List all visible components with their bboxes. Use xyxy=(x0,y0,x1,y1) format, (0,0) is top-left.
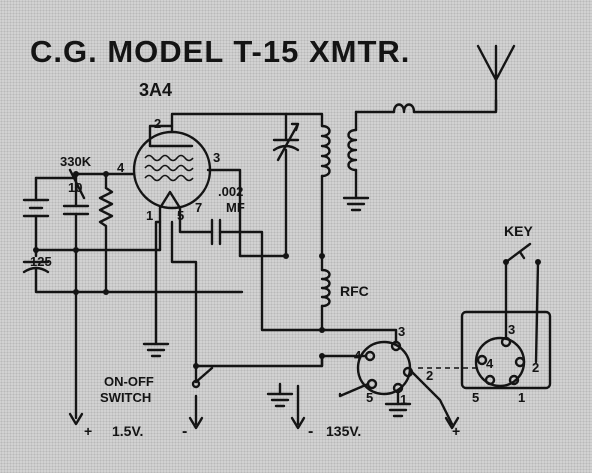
link-coil xyxy=(342,110,370,212)
rfc-label: RFC xyxy=(340,283,369,299)
socket-right-pin-2: 2 xyxy=(532,360,539,375)
cap-10-label: 10 xyxy=(68,180,82,195)
tube-pin-3: 3 xyxy=(213,150,220,165)
key-label: KEY xyxy=(504,223,533,239)
socket-left-pin-4: 4 xyxy=(354,348,362,363)
tube-pin-2: 2 xyxy=(154,116,161,131)
tank-coil xyxy=(320,124,331,258)
cap-125-label: 125 xyxy=(30,254,52,269)
switch-label-2: SWITCH xyxy=(100,390,151,405)
socket-left-pin-2: 2 xyxy=(426,368,433,383)
terminal-1-5v: 1.5V. xyxy=(112,423,143,439)
tube-pin-7: 7 xyxy=(195,200,202,215)
tube-pin-4: 4 xyxy=(117,160,125,175)
plug-socket-left: 3 4 5 1 2 xyxy=(320,324,460,430)
terminal-minus-2: - xyxy=(308,423,313,440)
b-minus-lead xyxy=(290,384,306,430)
socket-left-pin-1: 1 xyxy=(400,392,407,407)
tube-label: 3A4 xyxy=(139,80,172,100)
resistor-330k-label: 330K xyxy=(60,154,92,169)
grid-network: 330K 10 xyxy=(60,154,136,294)
socket-right-pin-3: 3 xyxy=(508,322,515,337)
socket-right-pin-4: 4 xyxy=(486,356,494,371)
rf-choke: RFC xyxy=(320,254,369,332)
ground-symbol-chassis xyxy=(266,382,294,408)
variable-capacitor xyxy=(272,112,300,258)
telegraph-key[interactable]: KEY xyxy=(503,223,541,265)
plug-socket-right: 3 4 5 1 2 xyxy=(460,260,552,405)
switch-label-1: ON-OFF xyxy=(104,374,154,389)
on-off-switch[interactable]: ON-OFF SWITCH xyxy=(100,364,214,430)
diagram-title: C.G. MODEL T-15 XMTR. xyxy=(30,34,410,69)
vacuum-tube-3A4: 3A4 xyxy=(132,80,212,210)
filament-battery: 125 xyxy=(22,176,244,294)
socket-left-pin-5: 5 xyxy=(366,390,373,405)
terminal-plus-1: + xyxy=(84,423,92,439)
tube-pin-1: 1 xyxy=(146,208,153,223)
terminal-plus-2: + xyxy=(452,423,460,439)
cap-002-label: .002 xyxy=(218,184,243,199)
plate-wiring xyxy=(170,112,324,258)
socket-left-pin-3: 3 xyxy=(398,324,405,339)
socket-right-pin-5: 5 xyxy=(472,390,479,405)
antenna-coil xyxy=(354,98,498,114)
socket-right-pin-1: 1 xyxy=(518,390,525,405)
terminal-minus-1: - xyxy=(182,423,187,440)
coupling-capacitor-002: .002 MF xyxy=(178,184,324,332)
cap-002-unit: MF xyxy=(226,200,245,215)
terminal-135v: 135V. xyxy=(326,423,361,439)
